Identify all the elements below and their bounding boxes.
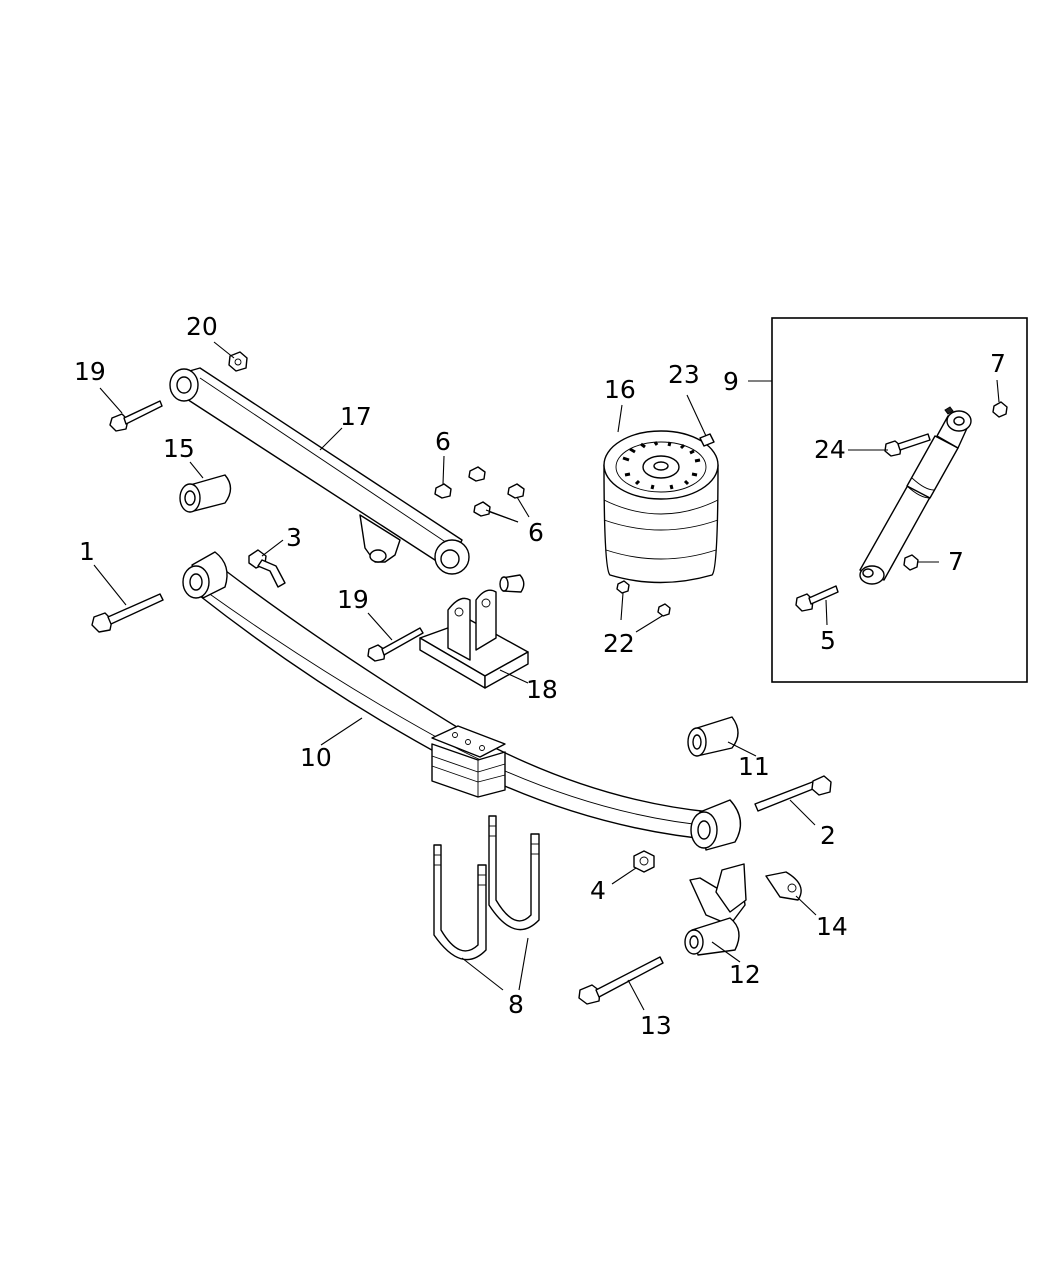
callout-3: 3 [286,523,302,552]
callout-10: 10 [300,743,332,772]
mounting-bracket-18 [419,589,529,689]
callout-7-lower: 7 [948,547,964,576]
u-bolt-8-left [433,844,487,961]
bolt-24 [884,433,931,457]
callout-5: 5 [820,626,836,655]
nut-20 [228,351,248,372]
callout-1: 1 [79,537,95,566]
shock-absorber-inset-box [771,317,1028,683]
bolt-19-upper [109,400,163,432]
clip-3 [248,549,286,588]
callout-18: 18 [526,675,558,704]
bolt-1 [91,593,164,633]
shackle-12 [684,863,747,956]
callout-12: 12 [729,960,761,989]
callout-labels: 20 19 17 15 1 3 6 6 19 18 16 23 9 22 7 2… [74,312,1006,1040]
nut-7-lower [903,554,919,571]
shock-absorber-9 [859,406,972,585]
callout-23: 23 [668,360,700,389]
callout-2: 2 [820,821,836,850]
callout-15: 16 [604,375,636,404]
callout-7-upper: 7 [990,349,1006,378]
nut-6-b [468,466,486,482]
nut-6-d [473,501,491,517]
bushing-11 [687,716,739,757]
callout-22: 22 [603,629,635,658]
nut-6-a [434,483,452,499]
callout-20: 20 [186,312,218,341]
callout-6-upper: 6 [435,427,451,456]
callout-4: 4 [590,876,606,905]
callout-14: 14 [816,912,848,941]
callout-19-upper: 19 [74,357,106,386]
bushing-16 [179,474,232,513]
nut-6-c [507,483,525,499]
upper-control-arm [169,367,470,575]
bolt-13 [578,956,664,1005]
nut-22-b [657,603,671,617]
callout-11: 11 [738,752,770,781]
leaf-spring-10 [182,551,742,851]
nut-22-a [616,580,630,594]
leader-lines [93,341,1000,1011]
callout-6-lower: 6 [528,518,544,547]
nut-4 [633,850,655,873]
callout-8: 8 [508,990,524,1019]
callout-24: 24 [814,435,846,464]
bolt-5 [795,585,839,612]
callout-17: 17 [340,402,372,431]
callout-9: 9 [723,367,739,396]
nut-7-upper [992,401,1008,418]
bolt-19-lower [367,627,424,662]
callout-19-lower: 19 [337,585,369,614]
callout-13: 13 [640,1011,672,1040]
bolt-2 [754,775,832,812]
u-bolt-8-right [488,815,540,931]
spacer-14 [765,871,802,901]
air-spring-15 [603,430,719,584]
bump-stop [499,574,525,593]
callout-16: 15 [163,434,195,463]
